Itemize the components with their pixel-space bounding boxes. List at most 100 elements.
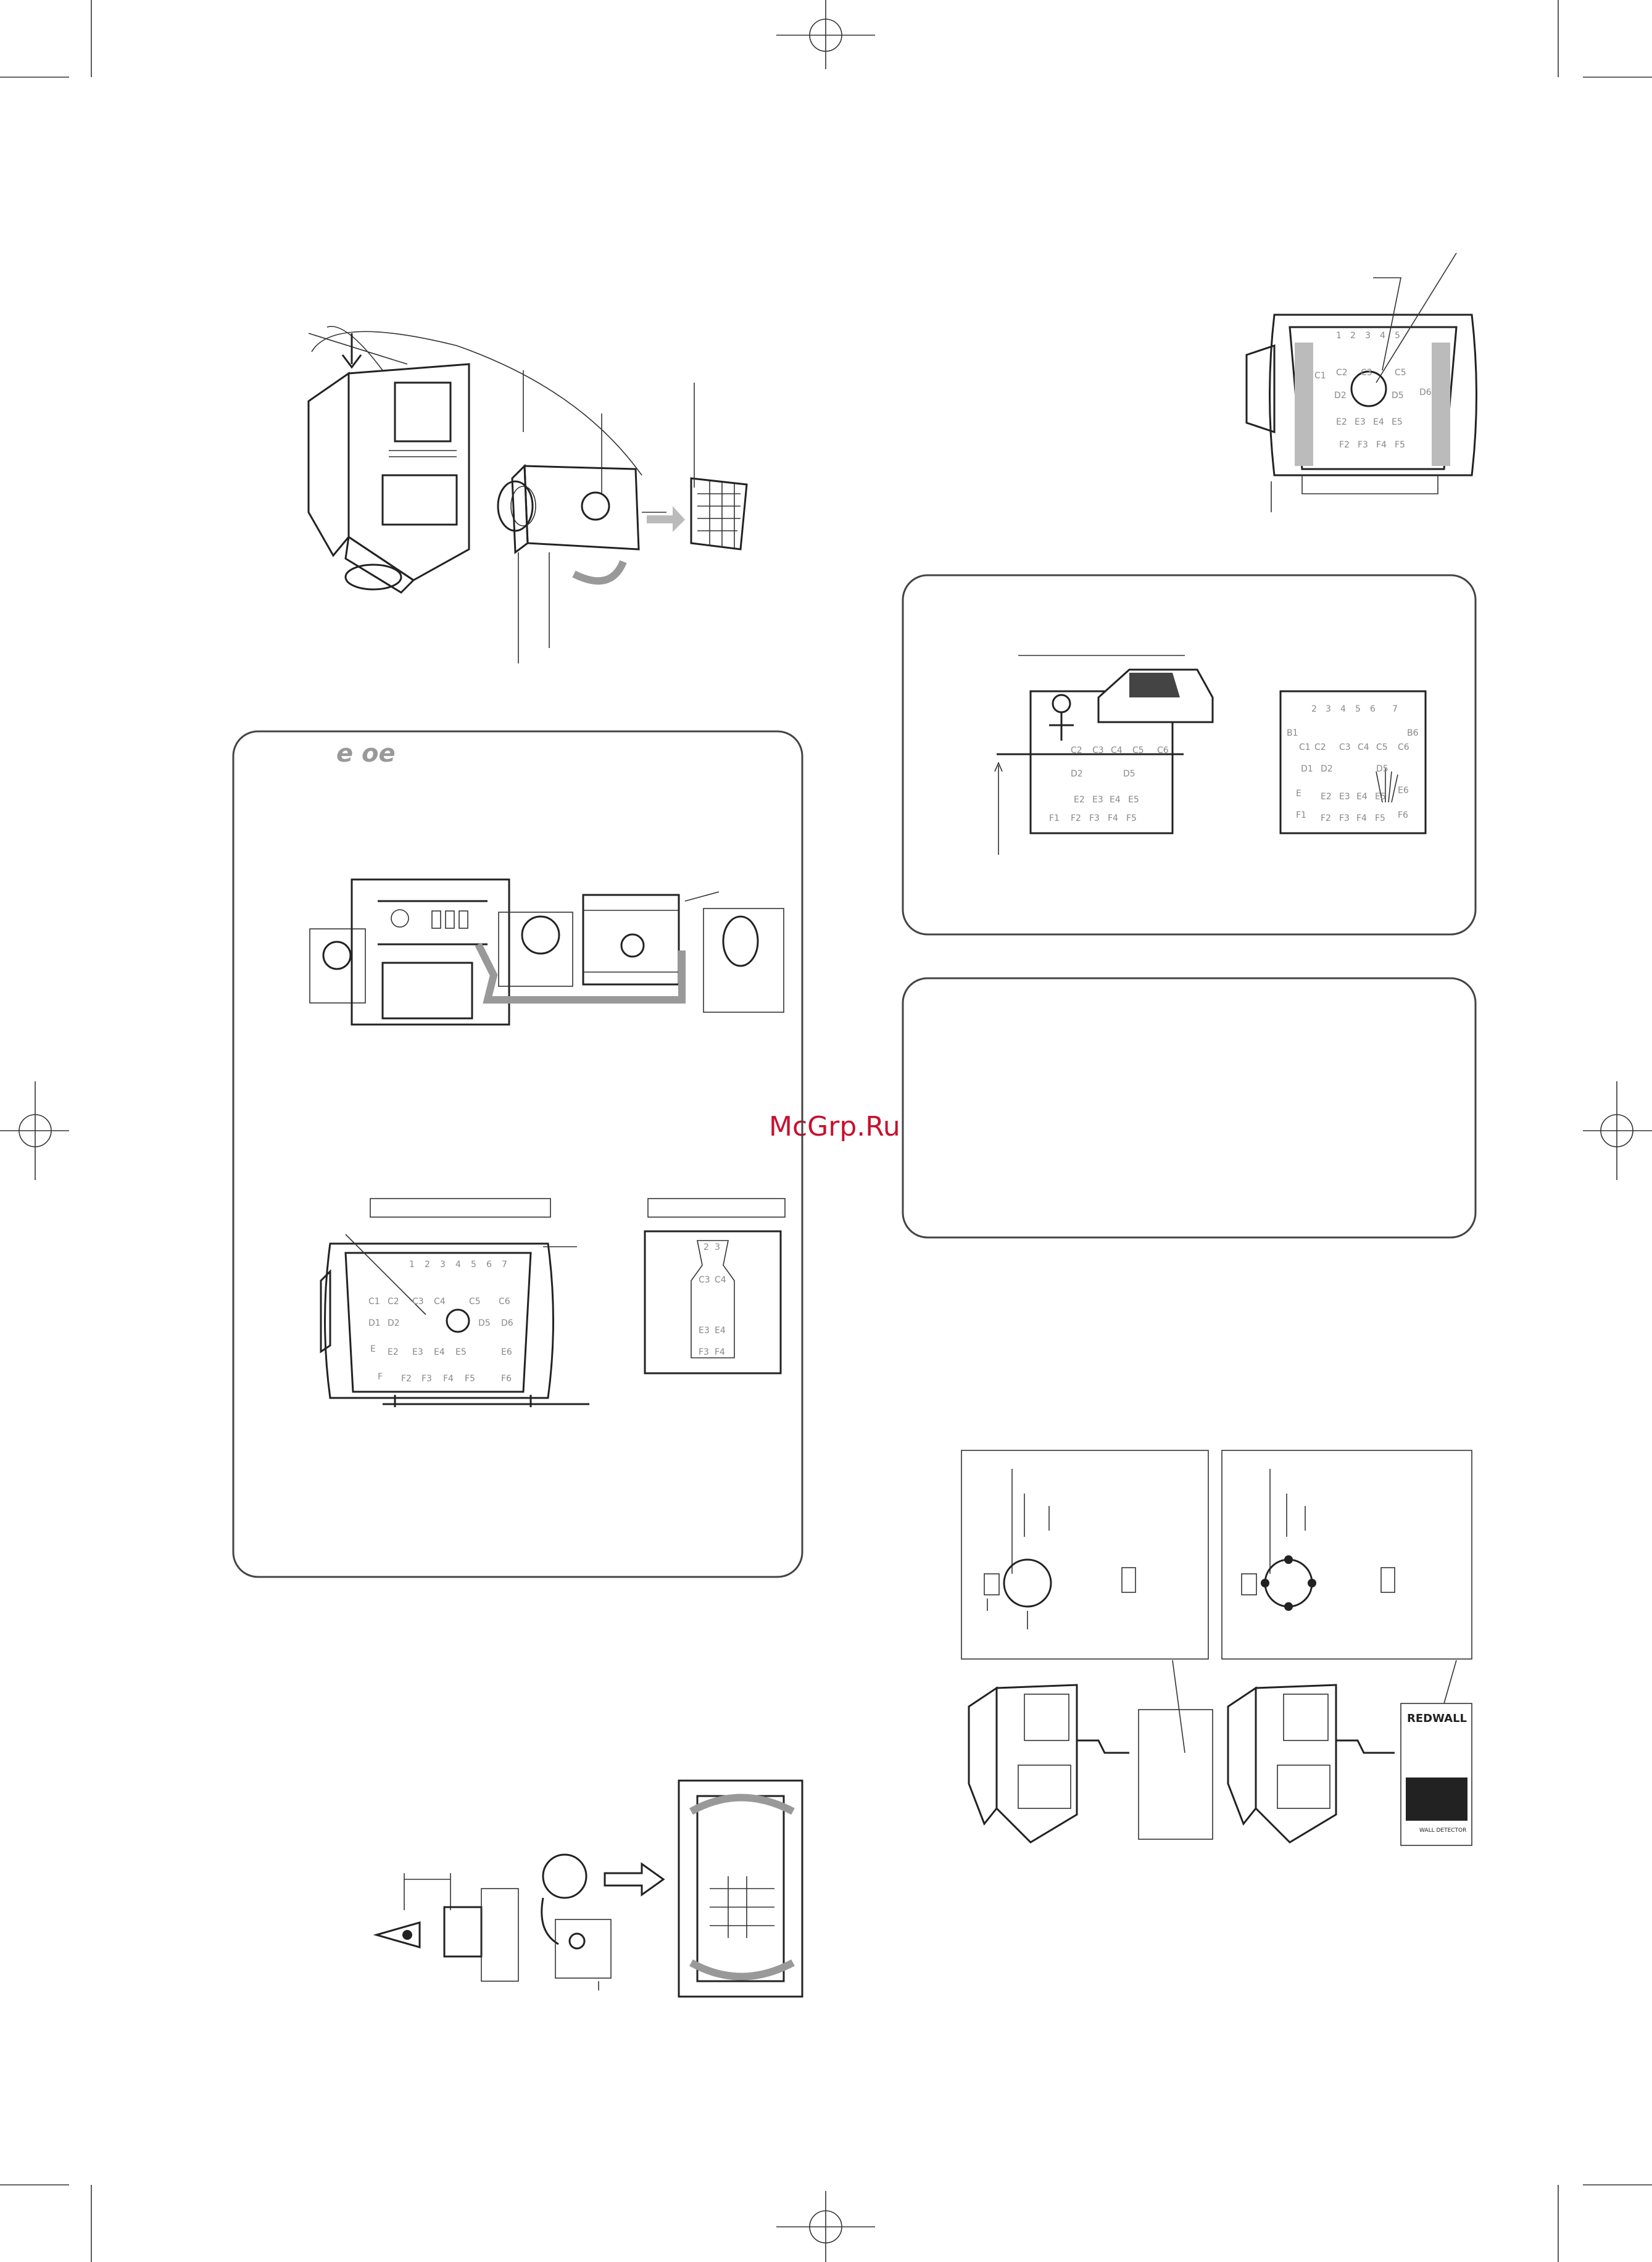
detector-with-controller-left <box>968 1660 1213 1844</box>
product-label: WALL DETECTOR <box>1419 1827 1466 1834</box>
brand-label: REDWALL <box>1407 1712 1467 1725</box>
setting-box-left <box>961 1450 1209 1660</box>
svg-text:3: 3 <box>440 1260 446 1270</box>
detector-exploded-view <box>307 326 748 663</box>
svg-text:4: 4 <box>455 1260 461 1270</box>
notes-panel <box>902 977 1477 1239</box>
svg-text:E: E <box>370 1344 376 1354</box>
svg-text:E5: E5 <box>1128 795 1139 805</box>
detector-with-controller-right: REDWALL WALL DETECTOR <box>1227 1660 1472 1846</box>
svg-text:6: 6 <box>486 1260 492 1270</box>
svg-text:C5: C5 <box>469 1297 481 1307</box>
svg-text:E5: E5 <box>1375 792 1386 802</box>
registration-mark-icon <box>0 1081 69 1180</box>
svg-text:D2: D2 <box>1321 764 1333 774</box>
svg-text:C3: C3 <box>1361 368 1372 378</box>
wiring-panel <box>232 730 803 1578</box>
svg-text:C3: C3 <box>1092 746 1104 755</box>
setting-box-right <box>1221 1450 1472 1660</box>
registration-mark-icon <box>776 2191 875 2262</box>
svg-text:F4: F4 <box>1356 813 1367 823</box>
caption-box-right <box>647 1198 786 1218</box>
svg-text:3: 3 <box>1326 704 1331 714</box>
svg-text:B6: B6 <box>1407 728 1419 738</box>
svg-text:C2: C2 <box>1314 742 1326 752</box>
svg-text:F5: F5 <box>465 1374 475 1384</box>
svg-text:D5: D5 <box>478 1318 491 1328</box>
svg-text:7: 7 <box>502 1260 507 1270</box>
svg-text:C6: C6 <box>1157 746 1169 755</box>
svg-text:E3: E3 <box>699 1326 710 1336</box>
svg-text:D5: D5 <box>1123 769 1135 779</box>
svg-text:F3: F3 <box>421 1374 432 1384</box>
svg-text:F3: F3 <box>1089 813 1100 823</box>
svg-text:E: E <box>1296 789 1301 799</box>
svg-text:E6: E6 <box>501 1347 512 1357</box>
svg-text:6: 6 <box>1370 704 1376 714</box>
svg-text:7: 7 <box>1392 704 1398 714</box>
svg-text:C5: C5 <box>1132 746 1144 755</box>
svg-text:C2: C2 <box>1336 368 1348 378</box>
svg-text:D5: D5 <box>1376 764 1388 774</box>
svg-text:F5: F5 <box>1126 813 1137 823</box>
svg-text:C1: C1 <box>1314 371 1326 381</box>
svg-text:C5: C5 <box>1376 742 1388 752</box>
svg-text:C6: C6 <box>1398 742 1409 752</box>
svg-text:3: 3 <box>715 1242 720 1252</box>
svg-text:E3: E3 <box>412 1347 423 1357</box>
svg-text:E4: E4 <box>1356 792 1368 802</box>
registration-mark-icon <box>1583 1081 1652 1180</box>
svg-text:D6: D6 <box>1419 388 1432 397</box>
svg-text:F6: F6 <box>1398 810 1408 820</box>
registration-mark-icon <box>776 0 875 69</box>
svg-text:C3: C3 <box>699 1275 710 1285</box>
svg-text:C4: C4 <box>1111 746 1123 755</box>
alignment-illustration <box>373 1779 803 1998</box>
svg-text:F: F <box>378 1372 383 1382</box>
svg-text:E3: E3 <box>1355 417 1366 427</box>
wiring-diagram <box>309 878 784 1026</box>
svg-text:E6: E6 <box>1398 786 1409 796</box>
svg-text:F3: F3 <box>699 1347 709 1357</box>
svg-text:C3: C3 <box>412 1297 424 1307</box>
svg-text:D6: D6 <box>501 1318 513 1328</box>
svg-text:E5: E5 <box>455 1347 467 1357</box>
svg-text:F2: F2 <box>401 1374 412 1384</box>
svg-text:D1: D1 <box>368 1318 381 1328</box>
svg-text:F4: F4 <box>715 1347 725 1357</box>
svg-text:F3: F3 <box>1339 813 1350 823</box>
svg-text:C1: C1 <box>368 1297 380 1307</box>
svg-text:F4: F4 <box>1376 440 1387 450</box>
svg-text:E2: E2 <box>1321 792 1332 802</box>
svg-text:C5: C5 <box>1395 368 1406 378</box>
svg-text:D5: D5 <box>1392 391 1404 401</box>
svg-text:C6: C6 <box>499 1297 510 1307</box>
svg-text:4: 4 <box>1340 704 1346 714</box>
person-icon <box>541 1853 587 1945</box>
svg-text:E2: E2 <box>388 1347 399 1357</box>
svg-text:2: 2 <box>425 1260 430 1270</box>
svg-text:5: 5 <box>1355 704 1361 714</box>
svg-text:E4: E4 <box>434 1347 445 1357</box>
svg-text:E3: E3 <box>1092 795 1103 805</box>
detection-scene-panel <box>902 574 1477 936</box>
svg-text:E4: E4 <box>1110 795 1121 805</box>
svg-text:D2: D2 <box>1071 769 1083 779</box>
svg-text:F2: F2 <box>1071 813 1081 823</box>
svg-text:C1: C1 <box>1299 742 1311 752</box>
svg-text:E5: E5 <box>1392 417 1403 427</box>
svg-text:4: 4 <box>1380 331 1385 341</box>
svg-text:5: 5 <box>471 1260 476 1270</box>
svg-text:E2: E2 <box>1336 417 1347 427</box>
svg-text:F4: F4 <box>443 1374 454 1384</box>
section-heading: e oe <box>336 739 396 768</box>
svg-text:B1: B1 <box>1287 728 1298 738</box>
svg-text:D1: D1 <box>1301 764 1313 774</box>
svg-text:C3: C3 <box>1339 742 1351 752</box>
svg-text:2: 2 <box>1311 704 1317 714</box>
svg-text:1: 1 <box>1336 331 1342 341</box>
